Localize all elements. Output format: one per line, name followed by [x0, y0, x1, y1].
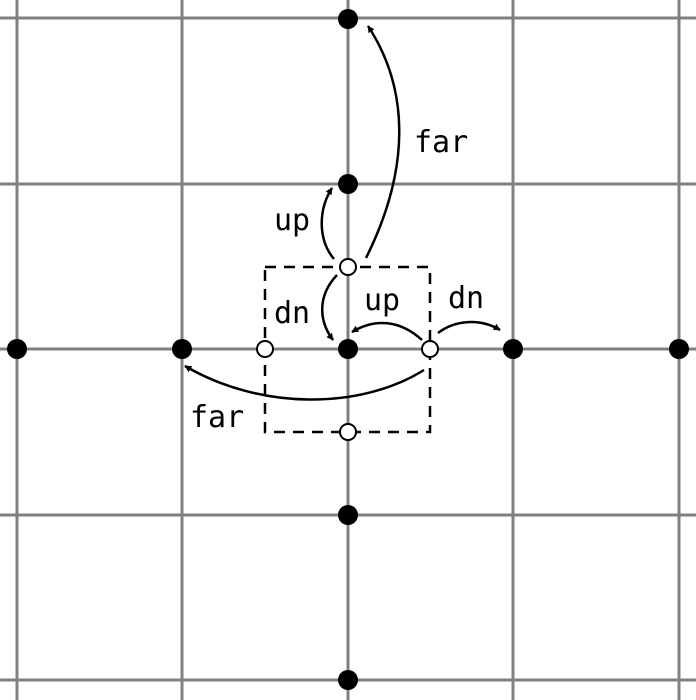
node-solid: [338, 174, 358, 194]
node-open: [421, 340, 439, 358]
node-solid: [338, 339, 358, 359]
arcs: [184, 25, 501, 401]
label-up-center: up: [364, 283, 400, 318]
label-up-left: up: [274, 203, 310, 238]
arc-labels: far up dn up dn far: [190, 125, 484, 435]
label-dn-left: dn: [274, 296, 310, 331]
node-open: [339, 423, 357, 441]
node-open: [256, 340, 274, 358]
solid-nodes: [7, 9, 689, 690]
dn-arc-right: [437, 320, 501, 335]
node-solid: [669, 339, 689, 359]
far-arc-bottom: [184, 364, 425, 401]
node-solid: [338, 505, 358, 525]
node-solid: [338, 9, 358, 29]
node-solid: [503, 339, 523, 359]
far-arc-top: [364, 25, 401, 259]
dn-arc-left: [320, 274, 338, 341]
node-solid: [338, 670, 358, 690]
label-far-bottom: far: [190, 400, 244, 435]
label-far-top: far: [414, 125, 468, 160]
label-dn-right: dn: [448, 281, 484, 316]
open-nodes: [256, 258, 439, 441]
up-arc-left: [320, 187, 335, 260]
up-arc-center: [351, 321, 423, 341]
node-solid: [172, 339, 192, 359]
node-open: [339, 258, 357, 276]
node-solid: [7, 339, 27, 359]
